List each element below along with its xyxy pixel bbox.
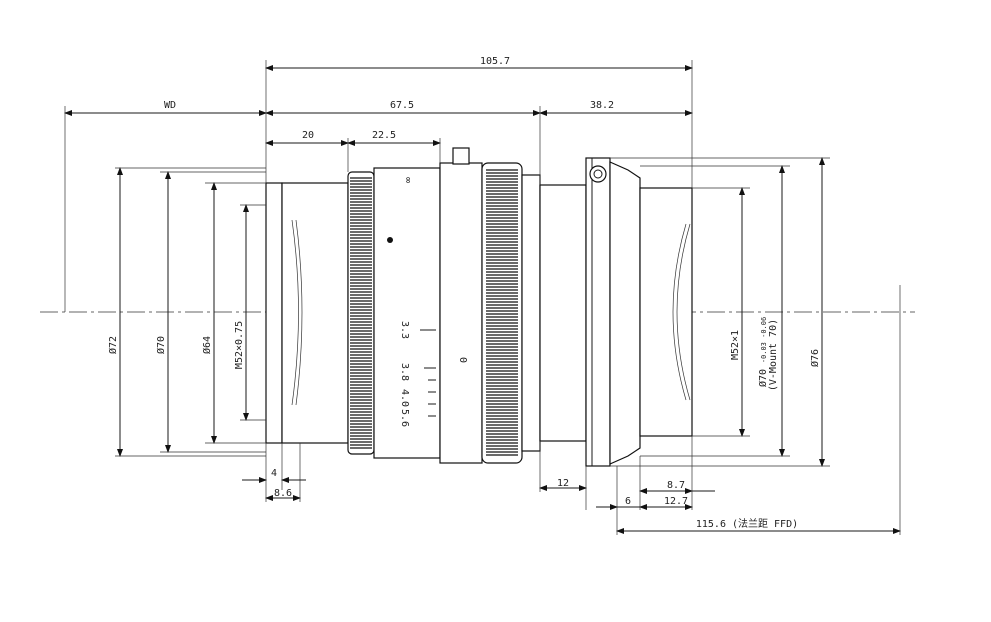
aperture-mark-a: 3.3 (399, 321, 410, 339)
dimension-lines (64, 65, 901, 534)
dim-mount-type: (V-Mount 70) (768, 319, 779, 391)
dim-rear-length: 38.2 (590, 100, 614, 111)
dim-working-distance: WD (164, 100, 176, 111)
aperture-mark-b: 3.8 (399, 363, 410, 381)
focus-ring (347, 171, 375, 455)
dim-front-dia-64: Ø64 (201, 336, 213, 354)
dim-front-ring-offset: 20 (302, 130, 314, 141)
dim-rear-thread: M52×1 (730, 330, 741, 360)
scale-top-mark: ∞ (402, 177, 413, 183)
dim-rear-dia-76: Ø76 (809, 349, 821, 367)
dim-rear-dia-70: Ø70 (757, 369, 769, 387)
dim-flange-12-7: 12.7 (664, 496, 688, 507)
scale-barrel: 3.3 3.8 4.0 5.6 ∞ (373, 167, 441, 459)
focus-index-mark: 0 (457, 357, 468, 363)
dim-flange-6: 6 (625, 496, 631, 507)
mount-body (521, 157, 693, 467)
dim-front-cap-4: 4 (271, 468, 277, 479)
aperture-ring (481, 162, 523, 464)
dim-mount-depth-12: 12 (557, 478, 569, 489)
aperture-mark-d: 5.6 (399, 409, 410, 427)
dim-front-cap-8-6: 8.6 (274, 488, 292, 499)
dim-flange-8-7: 8.7 (667, 480, 685, 491)
dim-filter-thread: M52×0.75 (234, 321, 245, 369)
dim-front-length: 67.5 (390, 100, 414, 111)
front-lens-element (265, 182, 283, 444)
dim-overall-length: 105.7 (480, 56, 510, 67)
locking-collar: 0 (439, 147, 483, 464)
dim-front-dia-72: Ø72 (107, 336, 119, 354)
dim-rear-dia-70-tolerance: -0.03 -0.06 (760, 317, 768, 363)
dim-front-dia-70: Ø70 (155, 336, 167, 354)
dim-ffd: 115.6 (法兰距 FFD) (696, 517, 798, 530)
mount-screw (589, 165, 607, 183)
aperture-mark-c: 4.0 (399, 389, 410, 407)
dim-focus-ring-width: 22.5 (372, 130, 396, 141)
